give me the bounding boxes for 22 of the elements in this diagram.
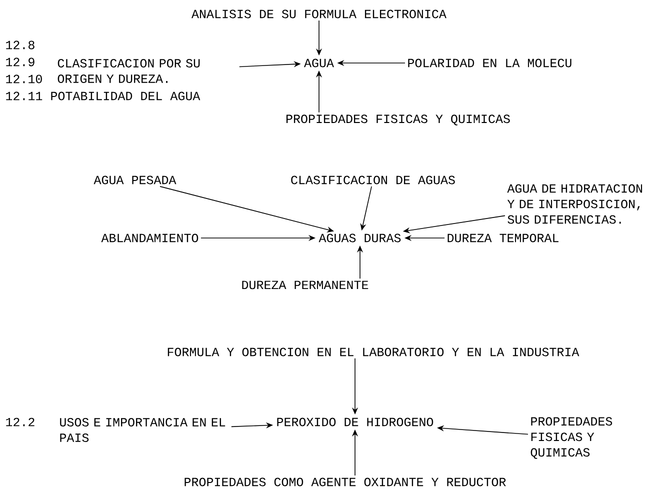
concept-text: ANALISIS DE SU FORMULA ELECTRONICA xyxy=(191,10,446,18)
concept-text: USOS E IMPORTANCIA EN EL PAIS xyxy=(60,418,226,442)
section-number: 12.2 xyxy=(6,418,34,426)
concept-text: AGUA DE HIDRATACION Y DE INTERPOSICION, SUS DIFERENCIAS. xyxy=(507,184,642,224)
concept-text: AGUA xyxy=(304,58,334,68)
concept-text: CLASIFICACION POR SU ORIGEN Y DUREZA. xyxy=(58,59,200,83)
section-number: 12.9 xyxy=(6,58,34,66)
concept-text: AGUA PESADA xyxy=(94,176,176,184)
section-number: 12.11 POTABILIDAD DEL AGUA xyxy=(6,92,200,100)
concept-text: CLASIFICACION DE AGUAS xyxy=(291,176,455,184)
concept-text: PROPIEDADES FISICAS Y QUIMICAS xyxy=(286,114,510,126)
concept-text: POLARIDAD EN LA MOLECU xyxy=(408,58,572,68)
concept-text: FORMULA Y OBTENCION EN EL LABORATORIO Y EN LA INDUSTRIA xyxy=(168,348,580,356)
section-number: 12.10 xyxy=(6,74,42,84)
concept-text: AGUAS DURAS xyxy=(318,234,401,242)
concept-text: PROPIEDADES COMO AGENTE OXIDANTE Y REDUCTOR xyxy=(184,478,506,486)
concept-text: ABLANDAMIENTO xyxy=(101,234,198,242)
section-number: 12.8 xyxy=(6,40,34,50)
concept-text: PROPIEDADES FISICAS Y QUIMICAS xyxy=(530,417,612,459)
concept-text: PEROXIDO DE HIDROGENO xyxy=(277,418,434,426)
concept-text: DUREZA TEMPORAL xyxy=(448,234,558,242)
concept-text: DUREZA PERMANENTE xyxy=(242,280,368,290)
